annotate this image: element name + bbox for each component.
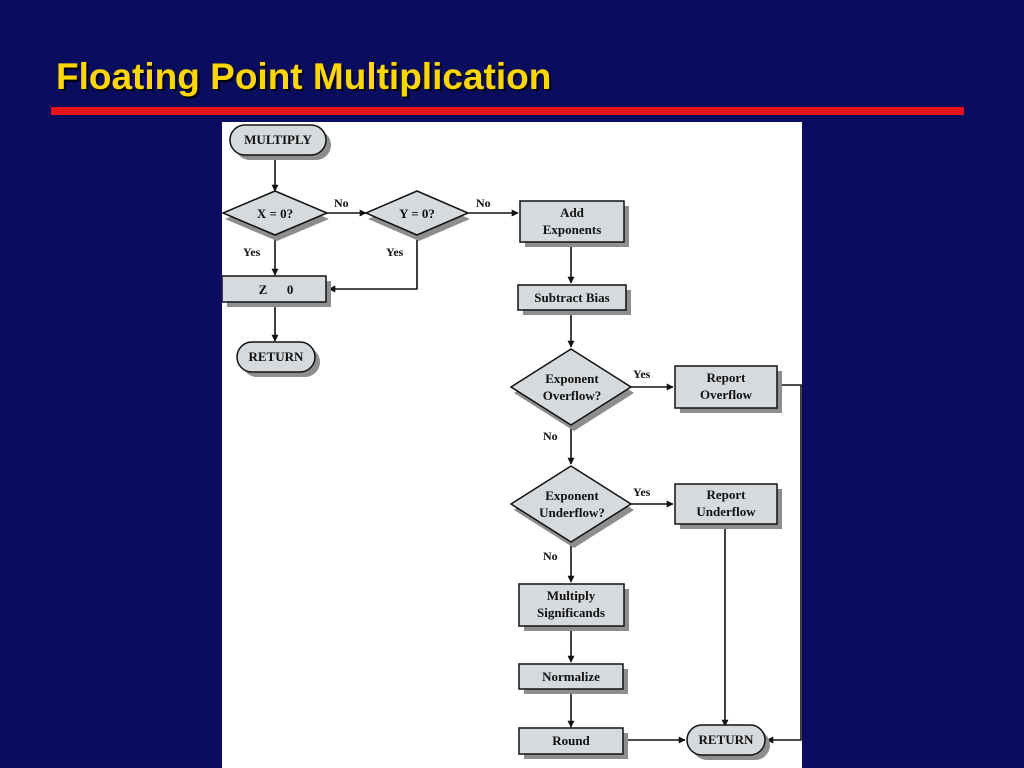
- node-multiply-significands-shape: [518, 583, 625, 627]
- label-y-no: No: [476, 196, 491, 210]
- node-exponent-overflow: Exponent Overflow?: [509, 348, 634, 431]
- node-multiply-significands: Multiply Significands: [518, 583, 629, 631]
- label-x-yes: Yes: [243, 245, 261, 259]
- slide-title: Floating Point Multiplication: [56, 56, 552, 97]
- node-z-zero: Z 0: [222, 275, 331, 307]
- node-multiply-significands-line1: Multiply: [547, 588, 596, 603]
- node-y-zero: Y = 0?: [364, 190, 470, 241]
- label-overflow-yes: Yes: [633, 367, 651, 381]
- node-x-zero: X = 0?: [222, 190, 329, 241]
- node-exponent-overflow-line2: Overflow?: [543, 388, 601, 403]
- label-y-yes: Yes: [386, 245, 404, 259]
- node-y-zero-label: Y = 0?: [399, 206, 435, 221]
- node-report-overflow-line1: Report: [707, 370, 747, 385]
- node-exponent-underflow-line1: Exponent: [545, 488, 599, 503]
- node-subtract-bias: Subtract Bias: [517, 284, 631, 315]
- node-exponent-underflow-shape: [509, 465, 633, 543]
- node-add-exponents: Add Exponents: [519, 200, 629, 247]
- flow-edges: [271, 155, 802, 744]
- node-multiply-significands-line2: Significands: [537, 605, 605, 620]
- node-report-overflow-line2: Overflow: [700, 387, 753, 402]
- node-exponent-underflow: Exponent Underflow?: [509, 465, 634, 548]
- title-rule: [51, 107, 964, 115]
- node-multiply-label: MULTIPLY: [244, 132, 312, 147]
- node-exponent-underflow-line2: Underflow?: [539, 505, 605, 520]
- edge-overflow-report-to-return: [766, 384, 802, 744]
- label-underflow-yes: Yes: [633, 485, 651, 499]
- node-exponent-overflow-shape: [509, 348, 633, 426]
- node-exponent-overflow-line1: Exponent: [545, 371, 599, 386]
- label-x-no: No: [334, 196, 349, 210]
- flowchart-panel: No No Yes Yes Yes No Yes No MULTIPLY X =…: [222, 122, 802, 768]
- node-add-exponents-shape: [519, 200, 625, 243]
- node-subtract-bias-label: Subtract Bias: [534, 290, 609, 305]
- node-z-zero-label: Z 0: [259, 282, 294, 297]
- node-report-overflow: Report Overflow: [674, 365, 782, 413]
- node-y-zero-shape: [364, 190, 470, 236]
- node-return-right-shape: [686, 724, 766, 756]
- node-report-underflow: Report Underflow: [674, 483, 782, 529]
- node-round-label: Round: [552, 733, 590, 748]
- node-x-zero-shape: [222, 190, 329, 236]
- node-round: Round: [518, 727, 628, 759]
- flowchart-svg: No No Yes Yes Yes No Yes No MULTIPLY X =…: [222, 124, 802, 760]
- node-multiply: MULTIPLY: [229, 124, 331, 160]
- node-x-zero-label: X = 0?: [257, 206, 293, 221]
- node-return-right-label: RETURN: [699, 732, 755, 747]
- node-multiply-shape: [229, 124, 327, 156]
- edge-y-to-z: [328, 236, 418, 293]
- node-report-underflow-shape: [674, 483, 778, 525]
- node-return-left-shape: [236, 341, 316, 373]
- node-return-left-label: RETURN: [249, 349, 305, 364]
- node-normalize: Normalize: [518, 663, 628, 694]
- node-add-exponents-line1: Add: [560, 205, 585, 220]
- node-report-underflow-line2: Underflow: [696, 504, 756, 519]
- node-return-left: RETURN: [236, 341, 320, 377]
- node-report-overflow-shape: [674, 365, 778, 409]
- node-normalize-label: Normalize: [542, 669, 600, 684]
- edge-labels: No No Yes Yes Yes No Yes No: [243, 196, 651, 563]
- node-normalize-shape: [518, 663, 624, 690]
- node-z-zero-shape: [222, 275, 327, 303]
- node-report-underflow-line1: Report: [707, 487, 747, 502]
- label-underflow-no: No: [543, 549, 558, 563]
- node-round-shape: [518, 727, 624, 755]
- node-return-right: RETURN: [686, 724, 770, 760]
- node-subtract-bias-shape: [517, 284, 627, 311]
- label-overflow-no: No: [543, 429, 558, 443]
- node-add-exponents-line2: Exponents: [543, 222, 602, 237]
